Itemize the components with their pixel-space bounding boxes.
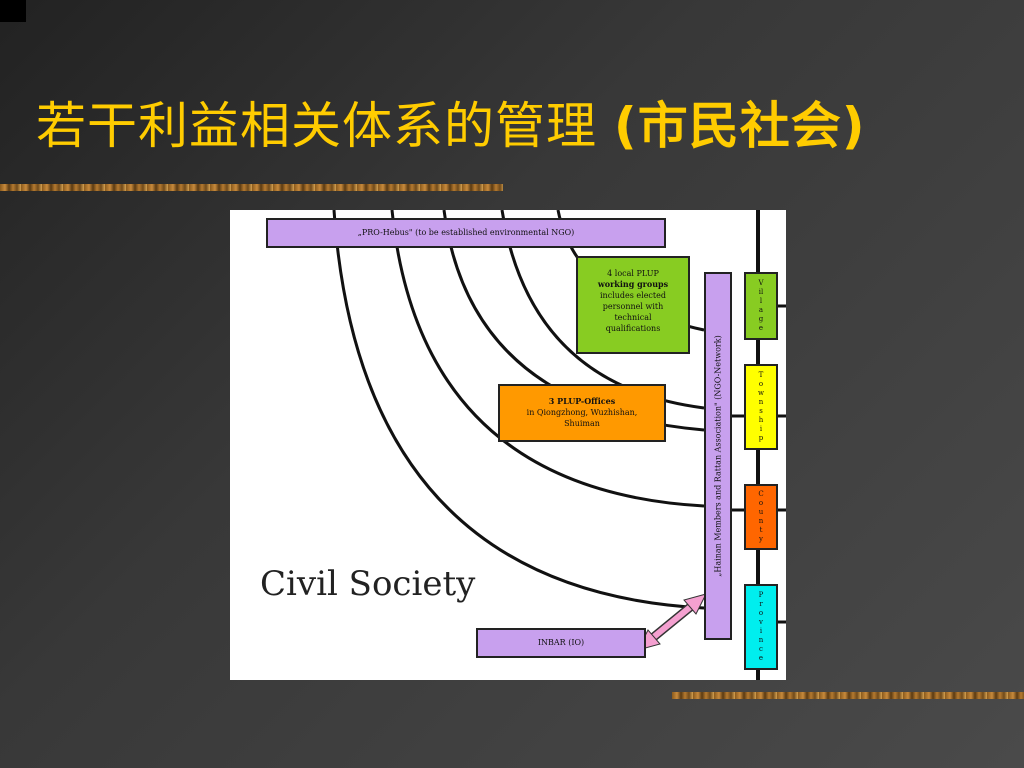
working-groups-line-5: technical [614,313,652,322]
diagram-arcs [332,210,786,680]
level-county-box: County [744,484,778,550]
working-groups-line-4: personnel with [602,302,664,311]
plup-offices-box: 3 PLUP-Offices in Qiongzhong, Wuzhishan,… [498,384,666,442]
ngo-network-label: „Hainan Members and Rattan Association" … [713,335,723,577]
diagram-panel: „PRO-Hebus" (to be established environme… [230,210,786,680]
working-groups-line-3: includes elected [600,291,666,300]
plup-offices-line-2: in Qiongzhong, Wuzhishan, [526,408,638,417]
level-province-label: Province [758,591,764,662]
decorative-bar-bottom [672,692,1024,699]
arc-second [390,210,705,508]
working-groups-line-6: qualifications [605,324,661,333]
level-village-box: Village [744,272,778,340]
level-township-box: Township [744,364,778,450]
working-groups-line-2: working groups [597,279,669,289]
inbar-box: INBAR (IO) [476,628,646,658]
arc-outer [332,210,705,610]
pro-hebus-label: „PRO-Hebus" (to be established environme… [357,228,575,237]
level-village-label: Village [758,279,764,332]
slide-title-paren: (市民社会) [613,97,866,155]
inbar-label: INBAR (IO) [537,638,585,647]
decorative-bar-top [0,184,503,191]
level-township-label: Township [758,371,764,442]
ngo-network-box: „Hainan Members and Rattan Association" … [704,272,732,640]
working-groups-line-1: 4 local PLUP [607,269,659,278]
civil-society-label: Civil Society [260,564,476,604]
pro-hebus-box: „PRO-Hebus" (to be established environme… [266,218,666,248]
level-province-box: Province [744,584,778,670]
plup-offices-line-1: 3 PLUP-Offices [548,396,616,406]
plup-offices-line-3: Shuiman [564,419,600,428]
working-groups-box: 4 local PLUP working groups includes ele… [576,256,690,354]
corner-mark [0,0,26,22]
slide-title-main: 若干利益相关体系的管理 [36,97,597,155]
level-county-label: County [758,490,764,543]
slide-title: 若干利益相关体系的管理 (市民社会) [36,86,866,158]
